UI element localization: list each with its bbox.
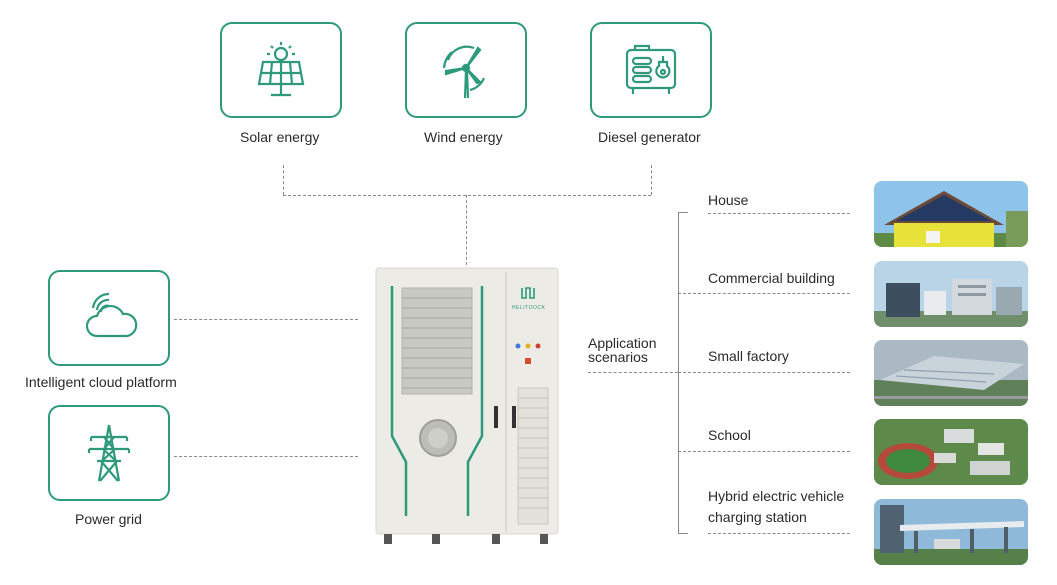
school-photo [874, 419, 1028, 485]
connector-line [283, 165, 284, 195]
scenario-commercial-label: Commercial building [708, 270, 835, 286]
bracket-line [678, 212, 679, 534]
scenario-factory-label: Small factory [708, 348, 789, 364]
diesel-generator-box [590, 22, 712, 118]
energy-storage-cabinet: HELITOOCK [372, 266, 562, 548]
cloud-wifi-icon [85, 292, 138, 338]
diesel-generator-label: Diesel generator [598, 129, 701, 145]
cabinet-brand: HELITOOCK [512, 305, 546, 311]
wind-energy-box [405, 22, 527, 118]
wind-energy-label: Wind energy [424, 129, 503, 145]
scenarios-title-line1: Application [588, 335, 657, 351]
scenario-school-label: School [708, 427, 751, 443]
bracket-bottom [678, 533, 688, 534]
solar-energy-box [220, 22, 342, 118]
scenario-ev-station-label-line2: charging station [708, 509, 807, 525]
scenario-house-label: House [708, 192, 749, 208]
connector-line [708, 533, 850, 534]
commercial-building-photo [874, 261, 1028, 327]
cloud-platform-box [48, 270, 170, 366]
connector-line [708, 213, 850, 214]
ev-charging-station-photo [874, 499, 1028, 565]
connector-line [588, 372, 678, 373]
solar-energy-label: Solar energy [240, 129, 320, 145]
transmission-tower-icon [87, 424, 131, 482]
diesel-generator-icon [625, 44, 677, 94]
connector-line [174, 456, 358, 457]
scenarios-title-line2: scenarios [588, 349, 648, 365]
house-photo [874, 181, 1028, 247]
connector-line [678, 451, 850, 452]
bracket-top [678, 212, 688, 213]
wind-turbine-icon [442, 45, 486, 99]
connector-line [678, 372, 850, 373]
connector-line [651, 165, 652, 195]
power-grid-box [48, 405, 170, 501]
connector-line [678, 293, 850, 294]
cloud-platform-label: Intelligent cloud platform [25, 374, 177, 390]
power-grid-label: Power grid [75, 511, 142, 527]
connector-line [283, 195, 651, 196]
solar-panel-icon [257, 42, 305, 97]
scenario-ev-station-label-line1: Hybrid electric vehicle [708, 488, 845, 504]
connector-line [174, 319, 358, 320]
small-factory-photo [874, 340, 1028, 406]
connector-line [466, 195, 467, 265]
